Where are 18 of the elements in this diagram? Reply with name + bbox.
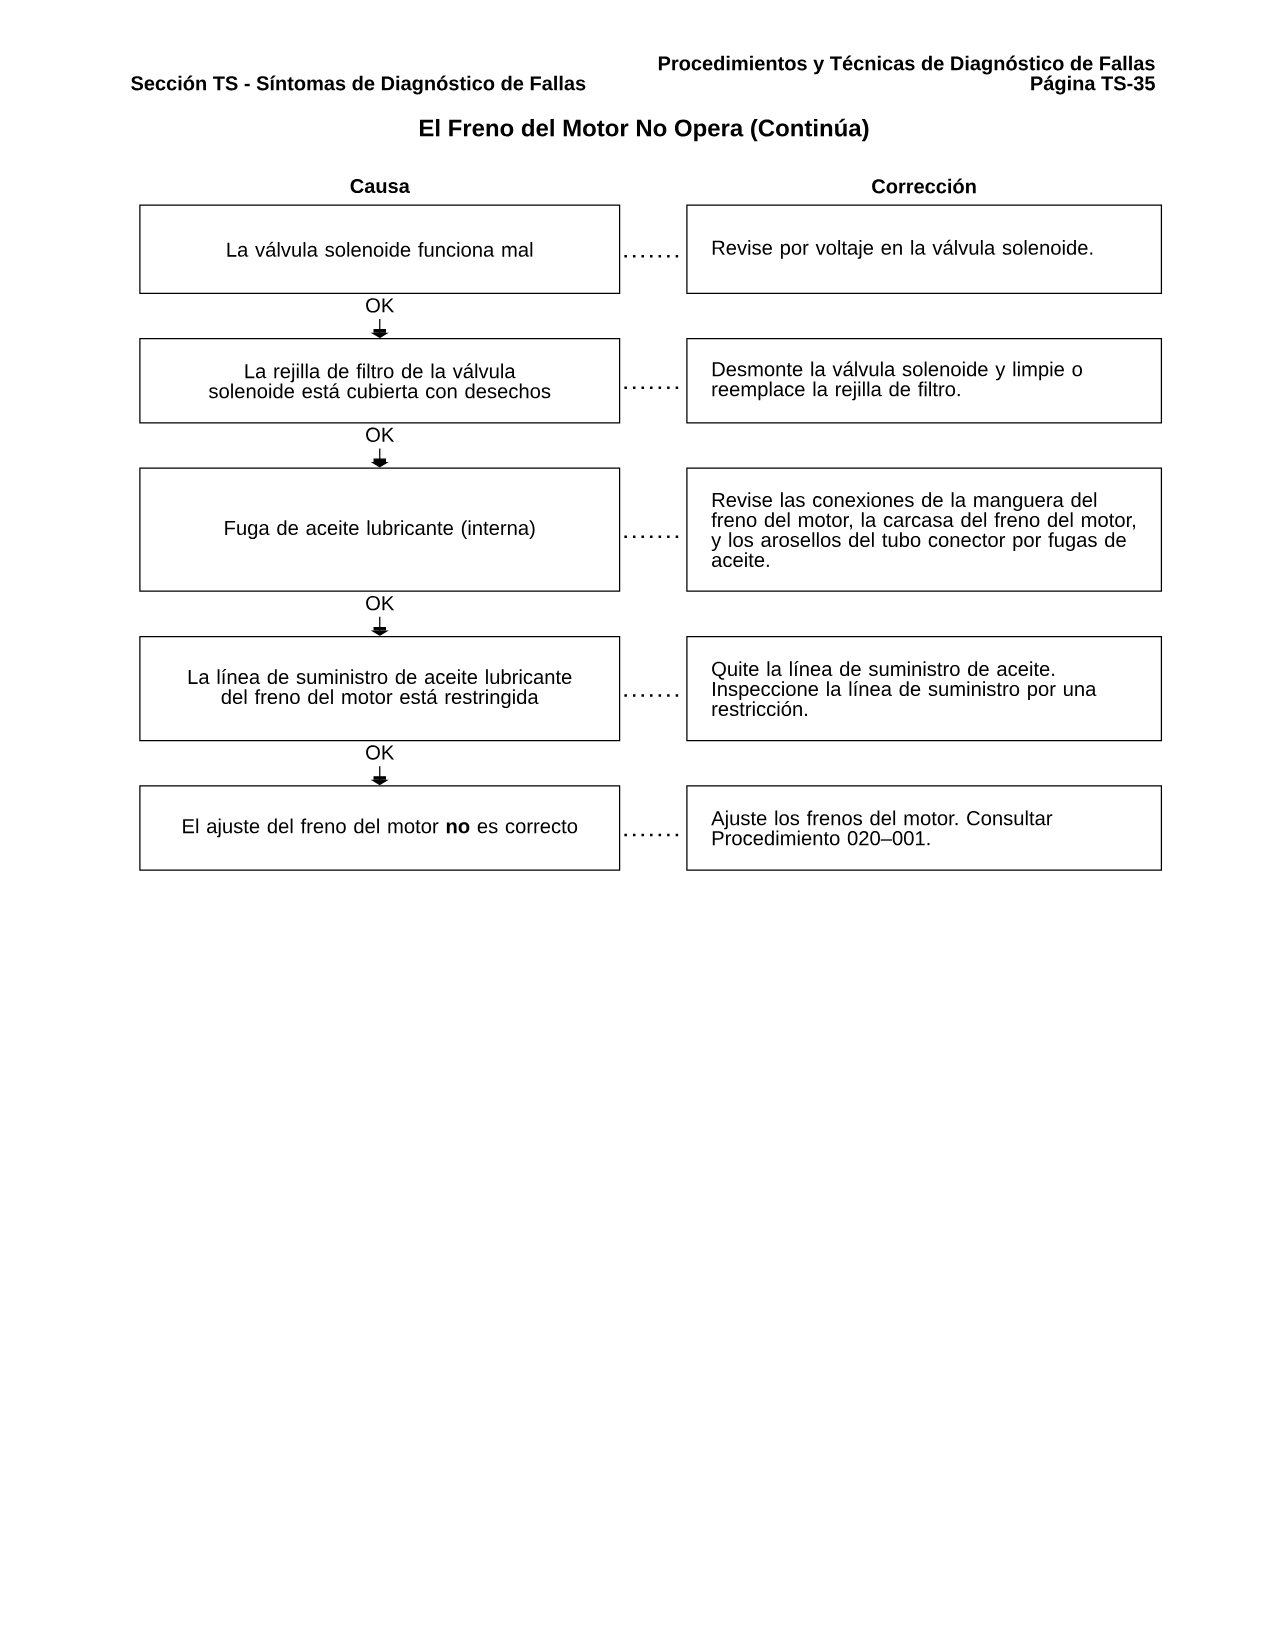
cause-box: La rejilla de filtro de la válvula solenoide está cubierta con desechos <box>139 338 621 424</box>
correction-box: Ajuste los frenos del motor. Consultar Procedimiento 020–001. <box>686 785 1163 871</box>
cause-box: La válvula solenoide funciona mal <box>139 204 621 295</box>
page-header: Procedimientos y Técnicas de Diagnóstico de Fallas <box>658 55 1155 75</box>
cause-box: La línea de suministro de aceite lubricante del freno del motor está restringida <box>139 635 621 742</box>
cause-box: Fuga de aceite lubricante (interna) <box>139 467 621 592</box>
edge-label: OK <box>363 296 397 315</box>
edge-label: OK <box>363 425 397 444</box>
title: El Freno del Motor No Opera (Continúa) <box>420 118 869 142</box>
cause-box: El ajuste del freno del motor no es correcto <box>139 785 621 871</box>
page-header: Página TS-35 <box>1031 75 1155 95</box>
correction-box: Quite la línea de suministro de aceite. Inspeccione la línea de suministro por una restricción. <box>686 635 1163 742</box>
edge-label: OK <box>363 593 397 613</box>
edge-label: OK <box>363 743 397 762</box>
correction-box: Revise las conexiones de la manguera del freno del motor, la carcasa del freno del motor, y los arosellos del tubo conector por fugas de aceite. <box>686 467 1163 592</box>
page-header: Sección TS - Síntomas de Diagnóstico de Fallas <box>131 75 586 95</box>
correction-box: Desmonte la válvula solenoide y limpie o reemplace la rejilla de filtro. <box>686 338 1163 424</box>
correction-box: Revise por voltaje en la válvula solenoide. <box>686 204 1163 295</box>
